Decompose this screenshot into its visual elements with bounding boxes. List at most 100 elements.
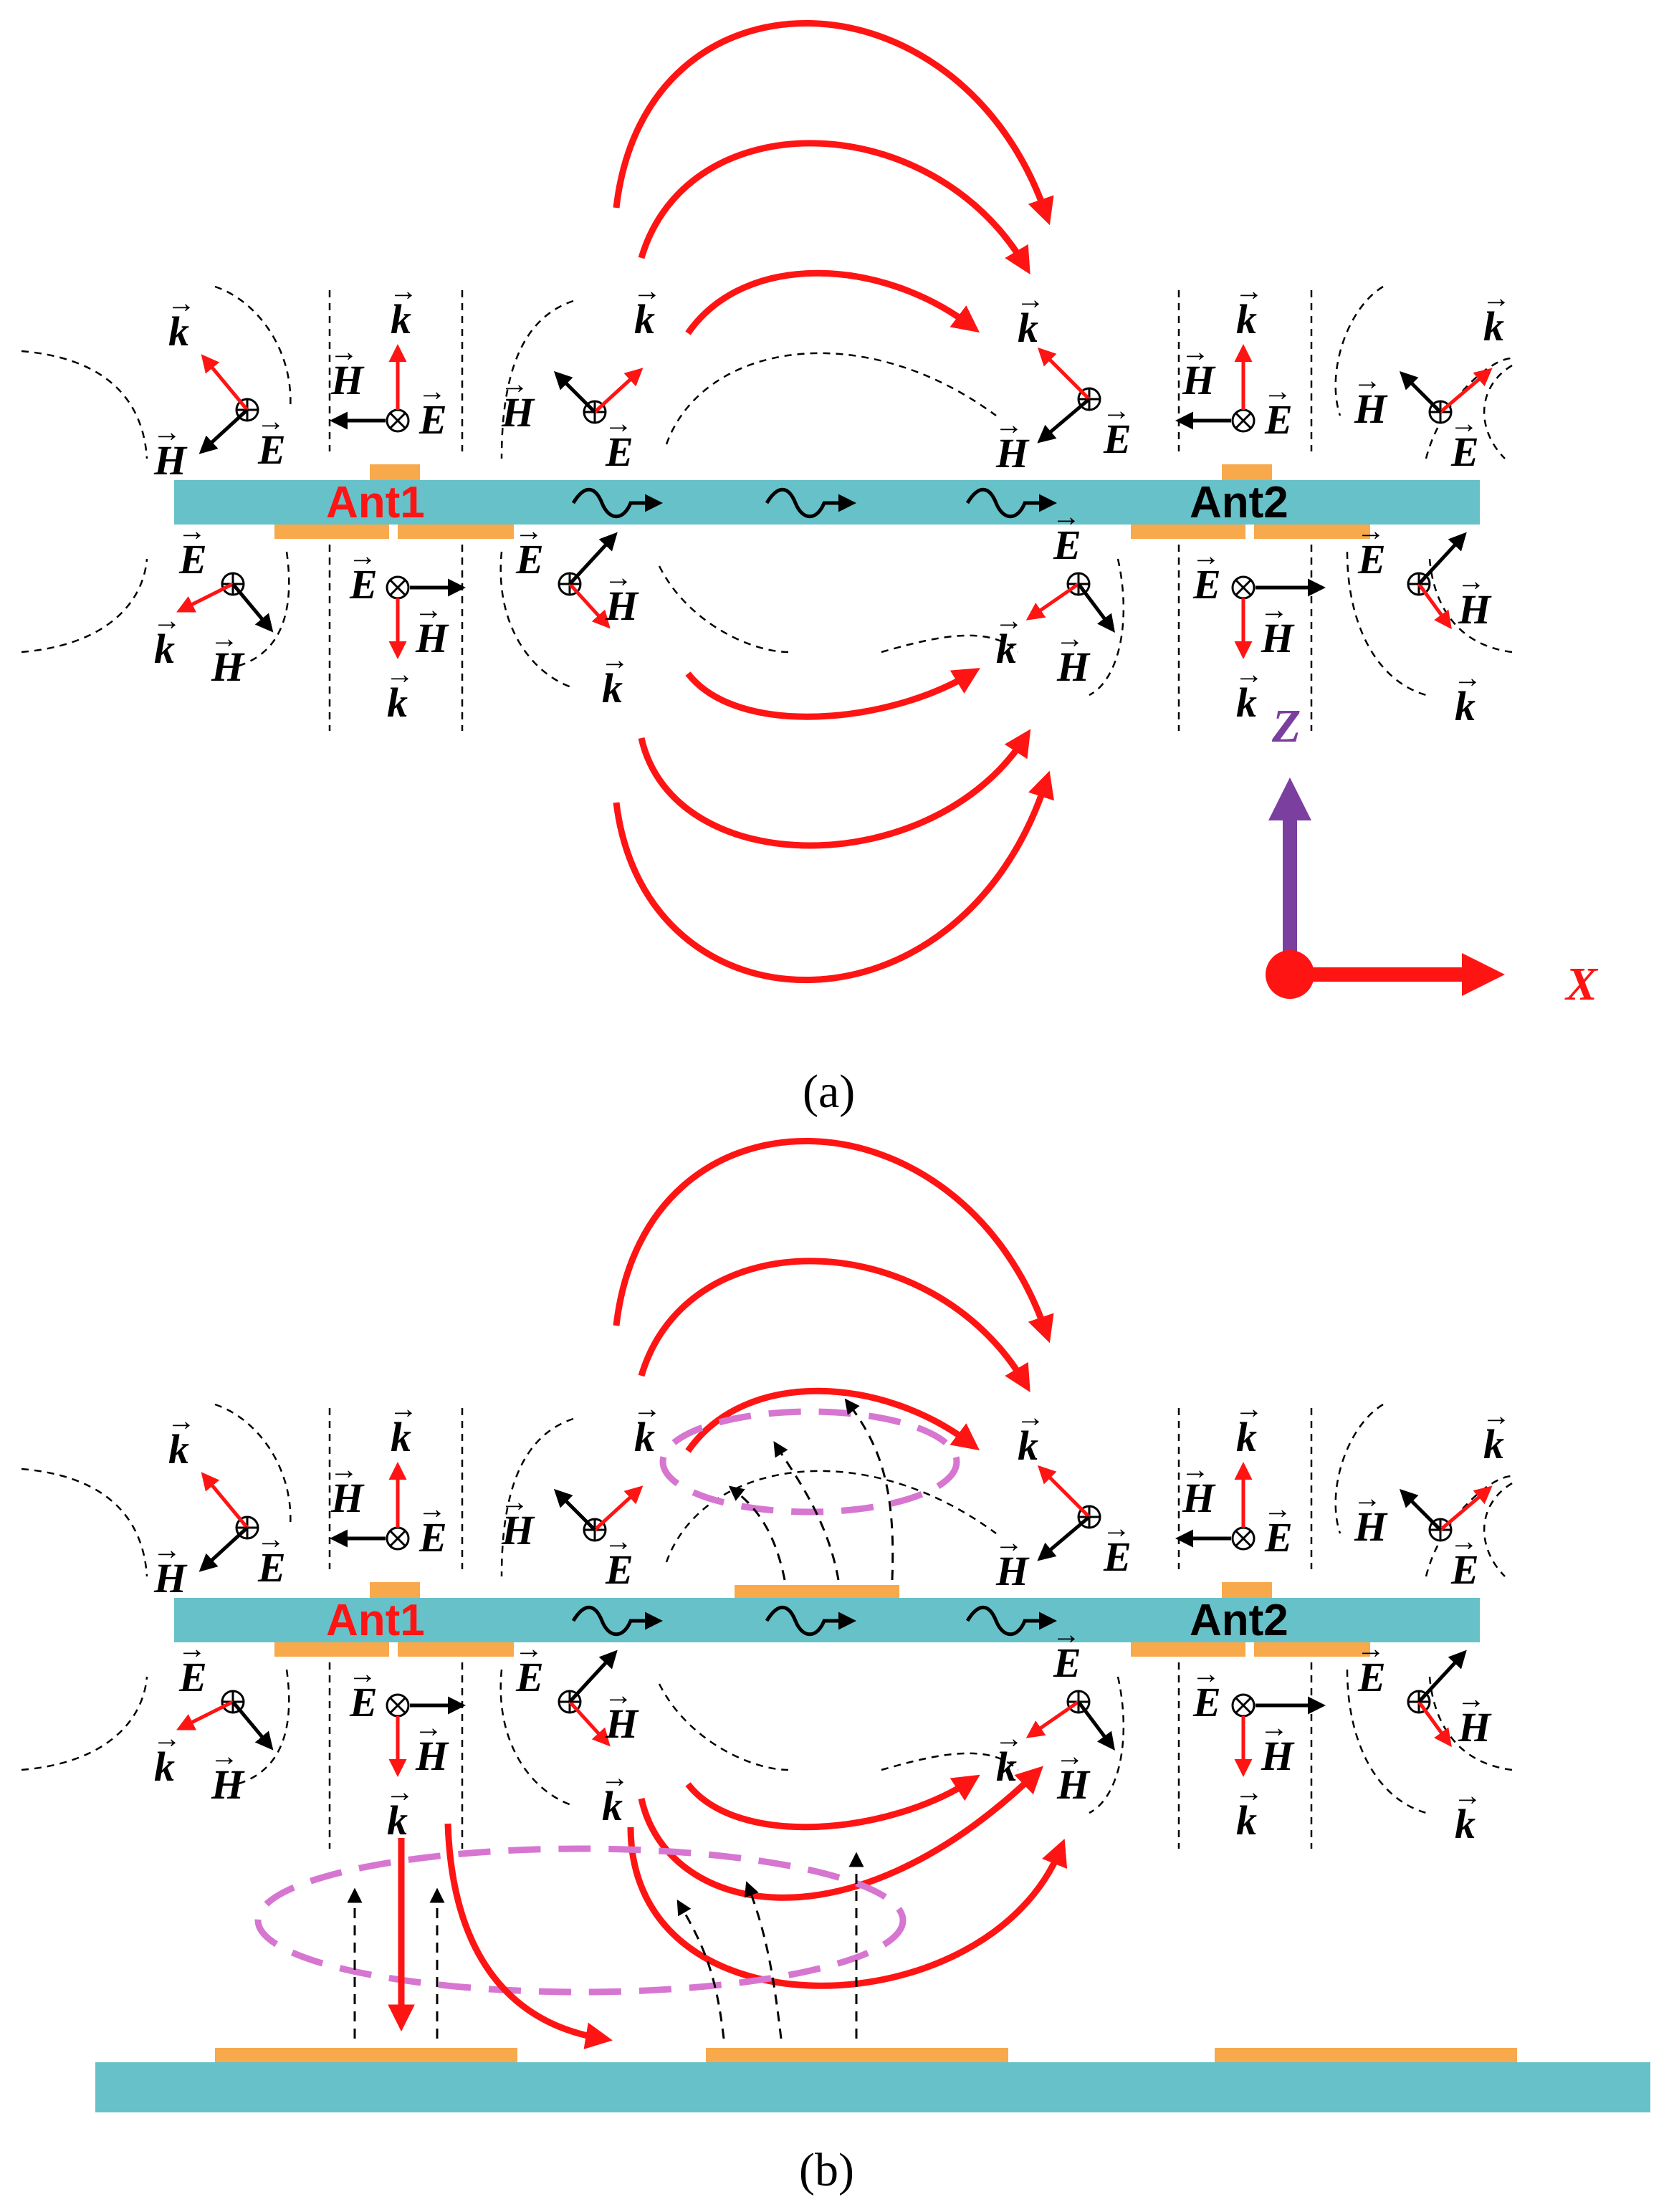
- triad-bottom-4-h-arrow: [1077, 583, 1115, 633]
- triad-bottom-3-h-label: H: [605, 1700, 639, 1747]
- triad-top-3-e-overarrow: →: [604, 1525, 633, 1557]
- triad-bottom-4-k-label: k: [996, 1743, 1017, 1790]
- triad-bottom-2-h-overarrow: →: [414, 593, 443, 626]
- boundary-bottom-mid-left: [499, 551, 574, 689]
- triad-top-1-e-overarrow: →: [257, 405, 285, 437]
- triad-bottom-3-e-label: E: [515, 1654, 544, 1700]
- triad-top-2-e-overarrow: →: [418, 375, 446, 407]
- triad-top-3-k-overarrow: →: [633, 1392, 661, 1425]
- field-arc-bottom-outer: [613, 770, 1054, 983]
- triad-bottom-1-h-arrow: [231, 1700, 274, 1751]
- ground-patch-1: [215, 2048, 517, 2062]
- triad-bottom-2-e-overarrow: →: [348, 1657, 377, 1690]
- triad-top-5-e-overarrow: →: [1263, 1493, 1292, 1525]
- triad-top-2-symbol-d2: [389, 412, 406, 429]
- triad-bottom-4-e-label: E: [1053, 522, 1081, 568]
- triad-top-4-k-label: k: [1018, 1422, 1038, 1469]
- boundary-bottom-mid-left: [499, 1669, 574, 1807]
- boundary-top-right-inner: [1334, 1403, 1384, 1534]
- ground-substrate: [95, 2062, 1650, 2112]
- coupling-arrow-bottom-3: [676, 1899, 725, 2039]
- triad-top-5-symbol-d2: [1235, 1530, 1252, 1547]
- triad-bottom-4-e-label: E: [1053, 1639, 1081, 1686]
- triad-bottom-2-k-overarrow: →: [386, 1776, 414, 1808]
- triad-top-1-k-label: k: [168, 308, 189, 355]
- boundary-top-mid-arc: [665, 352, 997, 445]
- triad-top-3-e-label: E: [605, 1546, 633, 1593]
- triad-bottom-4-h-label: H: [1056, 643, 1091, 690]
- triad-bottom-6-e-overarrow: →: [1357, 514, 1385, 547]
- triad-top-1-h-label: H: [153, 437, 188, 484]
- triad-top-4-h-label: H: [995, 430, 1030, 477]
- boundary-bottom-mid-arc-right: [881, 634, 1018, 653]
- caption-a: (a): [803, 1066, 855, 1118]
- boundary-top-mid-left: [500, 300, 574, 459]
- ant1-bottom-patch-right: [398, 525, 514, 539]
- triad-top-6-h-label: H: [1354, 1503, 1388, 1550]
- triad-bottom-4-e-overarrow: →: [1052, 1618, 1081, 1650]
- triad-top-5-k-overarrow: →: [1235, 1392, 1263, 1425]
- boundary-top-right-edge: [1483, 1482, 1513, 1577]
- triad-top-6-k-overarrow: →: [1482, 1399, 1511, 1432]
- triad-top-6-h-overarrow: →: [1353, 1482, 1382, 1514]
- boundary-bottom-right-mid: [1089, 1676, 1125, 1814]
- triad-bottom-2-k-overarrow: →: [386, 658, 414, 690]
- triad-bottom-1-k-arrow: [176, 1700, 234, 1730]
- boundary-bottom-left-inner: [236, 551, 290, 668]
- triad-top-4-e-overarrow: →: [1102, 394, 1131, 426]
- triad-bottom-3-h-arrow: [568, 1650, 618, 1703]
- triad-top-5-h-label: H: [1182, 1475, 1216, 1521]
- boundary-bottom-right-mid: [1089, 558, 1125, 696]
- triad-top-4-e-label: E: [1103, 416, 1132, 462]
- triad-top-6-k-overarrow: →: [1482, 282, 1511, 314]
- caption-b: (b): [799, 2144, 854, 2196]
- triad-bottom-2-h-label: H: [415, 1733, 449, 1779]
- boundary-top-right-inner: [1334, 285, 1384, 416]
- triad-bottom-5-k-overarrow: →: [1235, 658, 1263, 690]
- triad-top-5-h-label: H: [1182, 357, 1216, 403]
- triad-top-6-h-overarrow: →: [1353, 364, 1382, 396]
- triad-top-3-e-label: E: [605, 428, 633, 475]
- triad-bottom-4-h-label: H: [1056, 1761, 1091, 1808]
- boundary-bottom-right-outer: [1428, 558, 1513, 653]
- triad-top-2-k-label: k: [391, 296, 411, 343]
- surface-wave-arrow-icon-2: [765, 1605, 856, 1637]
- field-arc-to-ground: [444, 1823, 613, 2049]
- triad-top-4-e-overarrow: →: [1102, 1512, 1131, 1544]
- triad-top-6-k-arrow: [1439, 1485, 1493, 1531]
- triad-top-6-e-label: E: [1450, 1546, 1479, 1593]
- triad-bottom-5-h-label: H: [1261, 1733, 1295, 1779]
- triad-bottom-3-e-overarrow: →: [515, 514, 543, 547]
- triad-top-1-e-overarrow: →: [257, 1523, 285, 1555]
- coupling-ellipse-bottom: [254, 1845, 907, 1996]
- triad-top-4-k-arrow: [1037, 347, 1091, 401]
- triad-top-5-h-overarrow: →: [1181, 335, 1210, 368]
- triad-top-1-e-label: E: [257, 426, 286, 473]
- triad-bottom-1-k-arrow: [176, 582, 234, 613]
- triad-bottom-6-h-arrow: [1417, 1650, 1467, 1703]
- triad-bottom-1-k-label: k: [154, 1743, 175, 1790]
- triad-top-3-h-label: H: [501, 389, 535, 436]
- triad-bottom-1-h-overarrow: →: [210, 622, 239, 654]
- triad-top-1-h-arrow: [199, 1526, 249, 1572]
- ground-patch-3: [1215, 2048, 1517, 2062]
- ant2-label: Ant2: [1190, 1596, 1288, 1645]
- triad-top-3-k-arrow: [593, 1485, 644, 1531]
- triad-bottom-6-e-label: E: [1357, 1654, 1386, 1700]
- triad-bottom-5-symbol-d2: [1235, 1697, 1252, 1714]
- triad-bottom-5-h-overarrow: →: [1260, 593, 1288, 626]
- ant2-label: Ant2: [1190, 478, 1288, 527]
- triad-bottom-6-h-label: H: [1458, 1704, 1492, 1751]
- triad-bottom-3-k-overarrow: →: [601, 1761, 629, 1794]
- triad-bottom-2-k-label: k: [387, 679, 408, 726]
- triad-top-2-e-label: E: [418, 396, 447, 443]
- triad-bottom-2-e-label: E: [349, 561, 378, 608]
- triad-bottom-4-h-arrow: [1077, 1700, 1115, 1751]
- triad-bottom-3-k-label: k: [602, 1783, 623, 1829]
- triad-bottom-1-k-overarrow: →: [153, 1722, 181, 1754]
- triad-bottom-2-symbol-d2: [389, 1697, 406, 1714]
- triad-top-6-e-overarrow: →: [1450, 1525, 1478, 1557]
- ant1-label: Ant1: [326, 1596, 425, 1645]
